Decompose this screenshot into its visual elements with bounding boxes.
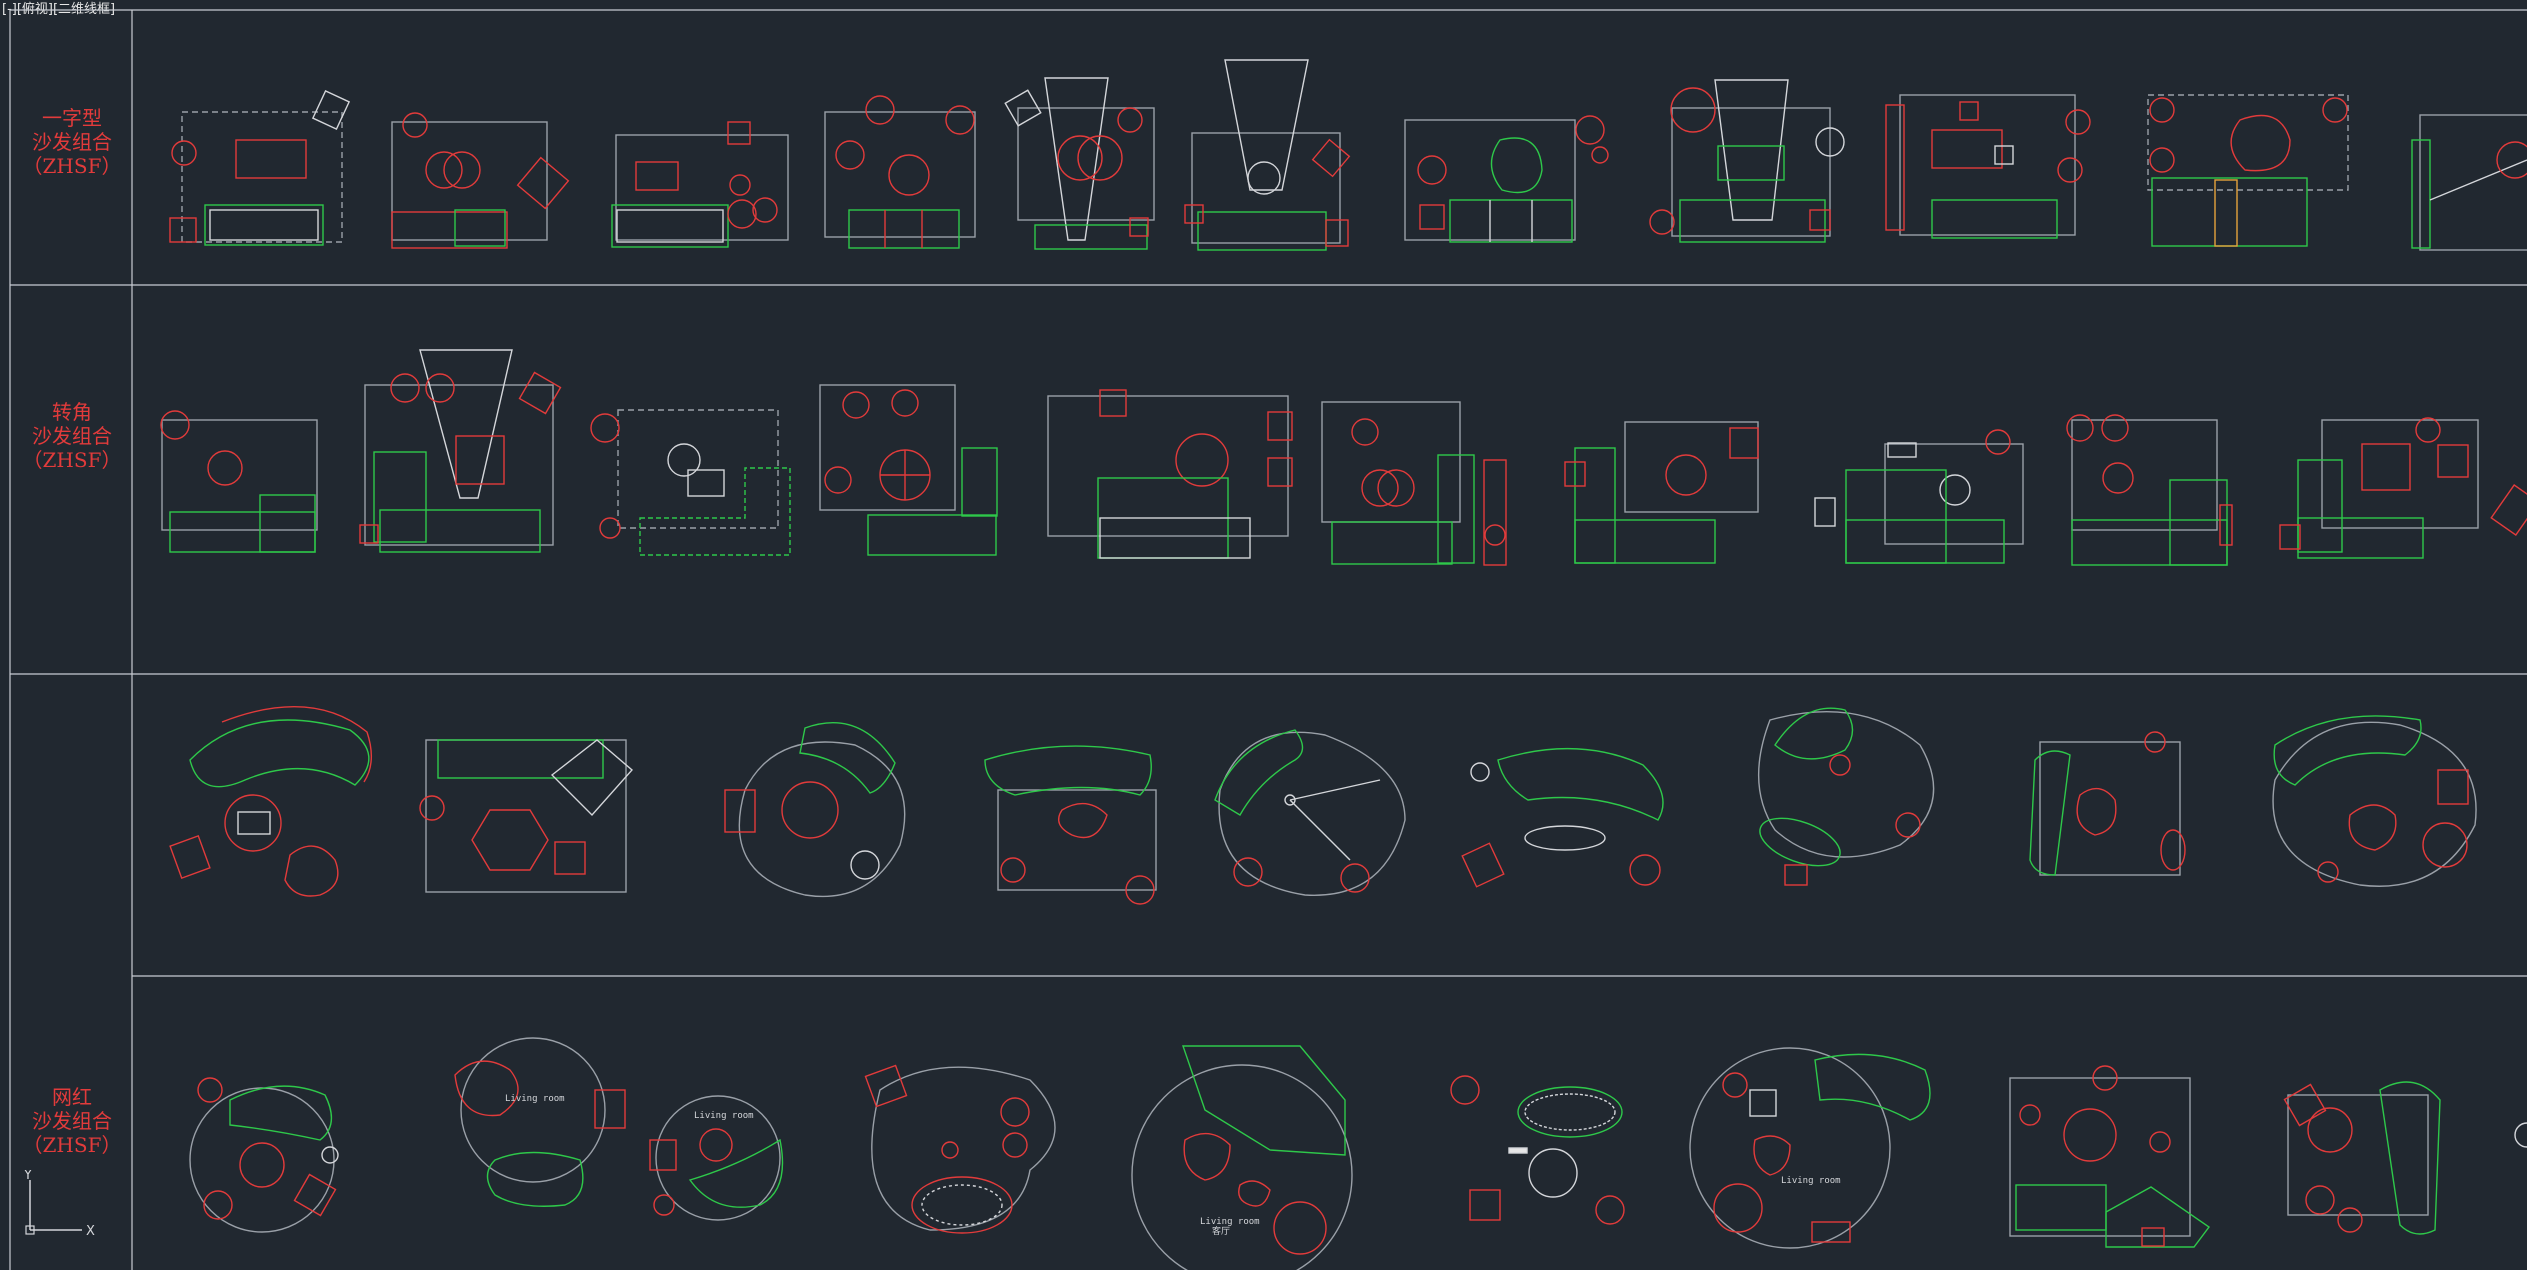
sofa-block-2-1	[160, 410, 318, 553]
row-label-trendy-sofa: 网红 沙发组合 （ZHSF）	[12, 1085, 132, 1157]
sofa-block-4-8	[2009, 1065, 2210, 1248]
row-label-straight-sofa: 一字型 沙发组合 （ZHSF）	[12, 106, 132, 178]
sofa-block-1-8	[1649, 79, 1845, 243]
sofa-block-2-5	[1047, 389, 1293, 559]
sofa-block-1-6	[1184, 59, 1351, 251]
row-label-corner-sofa: 转角 沙发组合 （ZHSF）	[12, 400, 132, 472]
sofa-block-2-3	[590, 409, 791, 556]
sofa-block-3-4	[984, 745, 1157, 905]
sofa-block-1-5	[1004, 77, 1155, 250]
sofa-block-4-3: Living room	[649, 1095, 784, 1221]
row-label-line: 转角	[52, 400, 92, 424]
row-4-sofa-blocks[interactable]: Living room Living room Living room	[189, 1037, 2527, 1270]
ucs-y-label: Y	[23, 1170, 32, 1183]
living-room-text-1: Living room	[505, 1094, 565, 1104]
living-room-text-3: Living room	[1200, 1217, 1260, 1227]
sofa-block-3-7	[1757, 707, 1935, 886]
row-label-line: 一字型	[42, 106, 102, 130]
sofa-block-3-8	[2029, 731, 2186, 876]
sofa-block-4-6	[1450, 1075, 1625, 1225]
living-room-text-4: Living room	[1781, 1176, 1841, 1186]
sofa-block-4-1	[189, 1077, 339, 1233]
sofa-block-3-2	[419, 739, 633, 893]
sofa-block-2-2	[359, 349, 562, 553]
sofa-block-4-4	[864, 1064, 1056, 1234]
row-1-sofa-blocks[interactable]	[169, 59, 2527, 251]
sofa-block-3-6	[1461, 747, 1664, 888]
sofa-block-1-1	[169, 89, 351, 246]
sofa-block-2-7	[1564, 421, 1759, 564]
sofa-block-2-4	[819, 384, 998, 556]
row-label-line: 沙发组合	[32, 424, 112, 448]
row-label-line: 沙发组合	[32, 1109, 112, 1133]
sofa-block-2-6	[1321, 401, 1507, 566]
sofa-block-2-8	[1814, 429, 2024, 564]
row-3-sofa-blocks[interactable]	[169, 706, 2477, 905]
sofa-block-1-10	[2147, 94, 2349, 247]
row-label-line: （ZHSF）	[22, 448, 122, 472]
sofa-block-3-9	[2272, 715, 2477, 887]
living-room-cn-text-3: 客厅	[1212, 1225, 1230, 1237]
sofa-block-3-1	[169, 706, 372, 897]
ucs-x-label: X	[86, 1224, 95, 1239]
sofa-block-1-11	[2411, 114, 2527, 251]
ucs-axis-icon: Y X	[23, 1170, 95, 1239]
sofa-block-4-9	[2283, 1081, 2527, 1235]
sofa-block-1-3	[611, 121, 789, 248]
row-label-line: 沙发组合	[32, 130, 112, 154]
sofa-block-3-3	[724, 721, 906, 898]
row-label-line: 网红	[52, 1085, 92, 1109]
sofa-block-2-10	[2279, 417, 2527, 559]
sofa-block-1-2	[391, 112, 570, 249]
sofa-block-4-2: Living room	[454, 1037, 626, 1207]
sofa-block-1-9	[1885, 94, 2091, 239]
sofa-block-3-5	[1214, 729, 1406, 896]
row-label-line: （ZHSF）	[22, 1133, 122, 1157]
row-label-line: （ZHSF）	[22, 154, 122, 178]
row-2-sofa-blocks[interactable]	[160, 349, 2527, 566]
table-grid	[9, 9, 2527, 1270]
sofa-block-4-7: Living room	[1689, 1047, 1931, 1249]
sofa-block-1-4	[824, 95, 976, 249]
living-room-text-2: Living room	[694, 1111, 754, 1121]
sofa-block-2-9	[2066, 414, 2233, 566]
sofa-block-4-5: Living room 客厅	[1131, 1045, 1353, 1270]
sofa-block-1-7	[1404, 115, 1609, 243]
